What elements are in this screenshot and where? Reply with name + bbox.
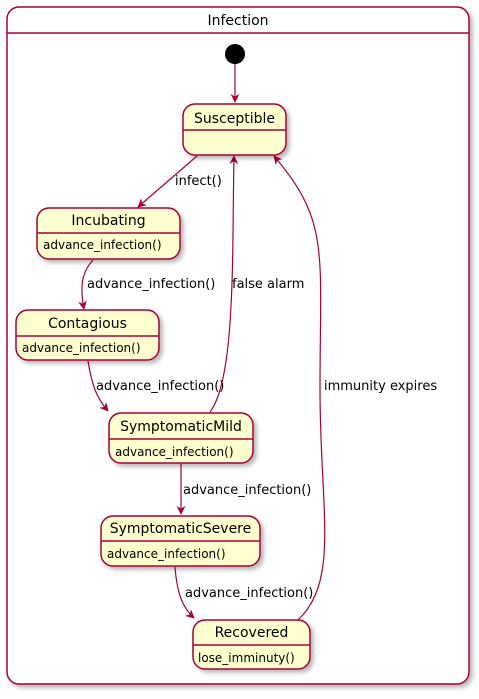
state-symptomatic-severe: SymptomaticSevere advance_infection() — [100, 515, 261, 567]
state-action: advance_infection() — [115, 445, 234, 459]
state-name: Contagious — [48, 316, 127, 332]
edge-mild-to-susceptible — [209, 155, 239, 413]
composite-title: Infection — [207, 13, 268, 29]
state-name: Susceptible — [194, 111, 275, 127]
composite-state-infection: Infection — [6, 6, 470, 685]
state-action: advance_infection() — [43, 238, 162, 252]
edge-contagious-to-mild — [87, 360, 109, 412]
state-name: SymptomaticMild — [120, 419, 242, 435]
edge-label-false-alarm: false alarm — [232, 277, 304, 292]
state-contagious: Contagious advance_infection() — [15, 309, 160, 361]
state-action: lose_imminuty() — [198, 651, 295, 665]
state-name: Incubating — [71, 213, 145, 229]
edge-label-mild-to-severe: advance_infection() — [183, 483, 311, 498]
edge-incubating-to-contagious — [78, 259, 94, 310]
edge-label-contagious-to-mild: advance_infection() — [96, 379, 224, 394]
edge-susceptible-to-incubating — [137, 155, 198, 208]
state-name: SymptomaticSevere — [110, 521, 252, 537]
state-box — [108, 412, 254, 464]
state-recovered: Recovered lose_imminuty() — [192, 619, 311, 670]
state-box — [15, 309, 160, 361]
state-incubating: Incubating advance_infection() — [36, 207, 181, 260]
state-name: Recovered — [215, 625, 289, 641]
state-symptomatic-mild: SymptomaticMild advance_infection() — [108, 412, 254, 464]
edge-label-infect: infect() — [175, 174, 222, 189]
state-susceptible: Susceptible — [182, 103, 287, 156]
edge-label-incubating-to-contagious: advance_infection() — [87, 277, 215, 292]
edge-recovered-to-susceptible — [273, 155, 326, 621]
edge-severe-to-recovered — [174, 566, 195, 619]
state-action: advance_infection() — [107, 547, 226, 561]
state-action: advance_infection() — [22, 341, 141, 355]
composite-frame — [6, 6, 470, 685]
edge-label-immunity-expires: immunity expires — [324, 379, 437, 394]
edge-label-severe-to-recovered: advance_infection() — [185, 586, 313, 601]
initial-node — [225, 44, 245, 64]
